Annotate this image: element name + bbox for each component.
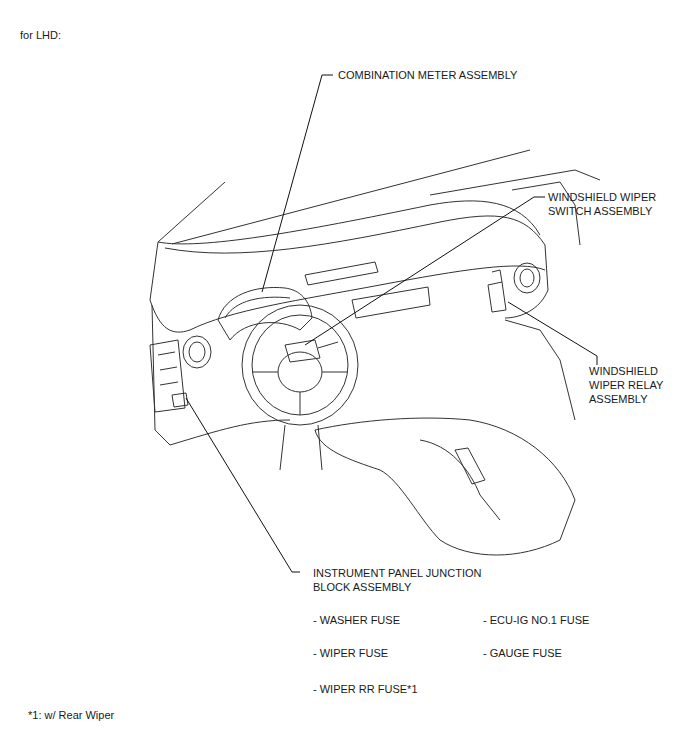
part-name: WINDSHIELD WIPER RELAY ASSEMBLY [589, 364, 684, 406]
fuse-name: - GAUGE FUSE [483, 646, 562, 660]
part-name: WINDSHIELD WIPER SWITCH ASSEMBLY [548, 190, 678, 218]
fuse-name: - WIPER FUSE [313, 646, 388, 660]
part-name: COMBINATION METER ASSEMBLY [338, 68, 517, 82]
fuse-name: - WIPER RR FUSE*1 [313, 682, 418, 696]
heading-note: for LHD: [20, 28, 61, 42]
fuse-name: - WASHER FUSE [313, 613, 400, 627]
part-name: INSTRUMENT PANEL JUNCTION BLOCK ASSEMBLY [313, 566, 513, 594]
footnote: *1: w/ Rear Wiper [28, 708, 114, 722]
fuse-name: - ECU-IG NO.1 FUSE [483, 613, 589, 627]
